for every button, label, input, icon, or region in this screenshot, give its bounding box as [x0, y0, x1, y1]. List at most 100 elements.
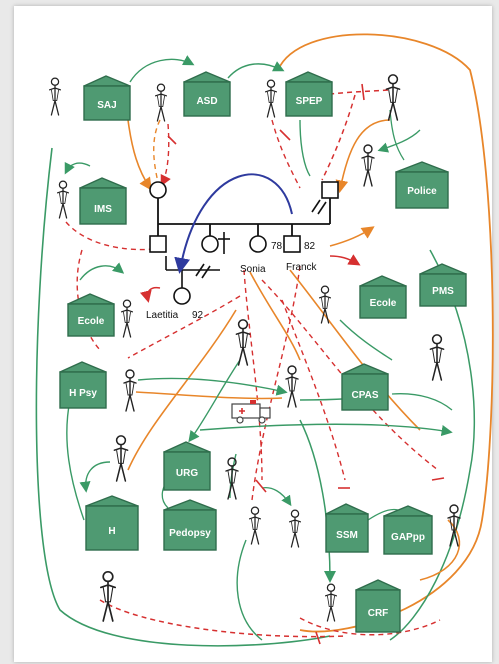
- link-green-centre-down: [299, 419, 336, 583]
- institution-label: H: [108, 526, 115, 537]
- person-figure: [288, 509, 302, 548]
- block-marker: [279, 129, 291, 141]
- link-red-franck-down: [251, 265, 301, 501]
- link-green-judge-police: [389, 109, 405, 161]
- person-figure: [113, 434, 129, 482]
- link-orange-genogram-franck: [329, 226, 375, 247]
- institution-saj: SAJ: [83, 75, 131, 121]
- institution-label: CPAS: [351, 390, 378, 401]
- link-orange-cross-1: [127, 309, 237, 471]
- grandmother-node: [149, 181, 167, 199]
- link-green-spep-person: [299, 119, 311, 177]
- genogram-name-laetitia: Laetitia: [146, 310, 179, 321]
- institution-label: IMS: [94, 204, 112, 215]
- person-figure: [235, 318, 251, 366]
- person-figure: [120, 299, 134, 338]
- institution-h: H: [85, 495, 139, 551]
- institution-urg: URG: [163, 441, 211, 491]
- block-marker: [431, 477, 445, 481]
- person-figure: [318, 285, 332, 324]
- link-green-ecole-child: [79, 262, 125, 281]
- institutions-layer: SAJ ASD SPEP IMS Police: [59, 71, 467, 633]
- person-figure: [385, 74, 401, 121]
- link-red-ims-genogram: [65, 221, 161, 251]
- person-figure: [123, 369, 137, 412]
- person-figure: [48, 77, 62, 116]
- link-green-police-man: [377, 129, 421, 153]
- block-markers: [167, 83, 445, 645]
- institution-ecole-right: Ecole: [359, 275, 407, 319]
- link-green-urg-wide: [199, 423, 453, 437]
- ambulance-icon: [231, 400, 271, 424]
- link-green-ecole-right-cpas: [339, 319, 393, 361]
- institution-pms: PMS: [419, 263, 467, 307]
- link-red-spep-genogram: [271, 119, 301, 189]
- link-red-genogram-hpsy: [127, 295, 241, 359]
- link-orange-outer-loop: [277, 33, 494, 633]
- person-figure: [56, 180, 70, 219]
- links-layer: [35, 33, 494, 647]
- institution-label: GAPpp: [391, 532, 425, 543]
- link-green-left-loop: [35, 147, 331, 647]
- link-green-ims-girl: [64, 161, 91, 175]
- institution-label: SAJ: [97, 100, 116, 111]
- link-green-girl-h: [79, 461, 111, 493]
- institution-label: ASD: [196, 96, 217, 107]
- link-orange-saj-genogram: [127, 119, 152, 191]
- genogram-year-franck: 82: [304, 241, 316, 252]
- link-red-sonia-down: [243, 269, 263, 481]
- link-orange-asd-genogram: [153, 119, 161, 183]
- person-figure: [225, 457, 239, 500]
- block-marker: [315, 631, 321, 645]
- block-marker: [167, 135, 177, 145]
- link-green-right-loop: [389, 249, 476, 641]
- uncle-node: [149, 235, 167, 253]
- link-green-pair: [261, 486, 292, 507]
- person-figure: [264, 79, 278, 118]
- link-green-hpsy-h: [66, 399, 85, 521]
- link-orange-sonia-down: [249, 271, 301, 361]
- aunt-deceased-node: [201, 235, 219, 253]
- genogram: 78 82 Sonia Franck Laetitia 92: [146, 173, 339, 321]
- institution-label: URG: [176, 468, 198, 479]
- institution-pedopsy: Pedopsy: [163, 499, 217, 551]
- block-marker: [255, 479, 267, 493]
- block-marker: [361, 83, 365, 101]
- institution-label: H Psy: [69, 388, 97, 399]
- institution-ssm: SSM: [325, 503, 369, 553]
- institution-label: Pedopsy: [169, 528, 211, 539]
- link-red-cross-4: [281, 299, 346, 481]
- institution-label: PMS: [432, 286, 454, 297]
- link-green-hpsy-center: [137, 377, 288, 396]
- link-green-asd-spep: [227, 61, 285, 79]
- genogram-name-sonia: Sonia: [240, 264, 266, 275]
- link-orange-hpsy-center: [135, 391, 283, 400]
- institution-label: Ecole: [370, 298, 397, 309]
- institution-spep: SPEP: [285, 71, 333, 117]
- person-figure: [154, 83, 168, 122]
- institution-label: Police: [407, 186, 437, 197]
- link-red-bottom-loop: [299, 617, 441, 636]
- person-figure: [99, 570, 117, 623]
- institution-label: Ecole: [78, 316, 105, 327]
- link-red-franck-right: [329, 254, 361, 266]
- person-figure: [248, 506, 262, 545]
- institution-ims: IMS: [79, 177, 127, 225]
- person-figure: [361, 144, 375, 187]
- institution-hpsy: H Psy: [59, 361, 107, 409]
- link-green-saj-asd: [129, 55, 195, 83]
- institution-label: SSM: [336, 530, 358, 541]
- institution-label: CRF: [368, 608, 389, 619]
- person-figure: [447, 504, 461, 547]
- link-green-cpas-man: [391, 393, 453, 411]
- link-green-bottom-left: [236, 539, 263, 641]
- institution-gappp: GAPpp: [383, 505, 433, 555]
- person-figure: [285, 365, 299, 408]
- institution-ecole-left: Ecole: [67, 293, 115, 337]
- genogram-name-franck: Franck: [286, 262, 318, 273]
- link-red-judge-genogram: [321, 94, 356, 181]
- grandfather-node: [321, 181, 339, 199]
- link-green-center-urg: [188, 359, 241, 443]
